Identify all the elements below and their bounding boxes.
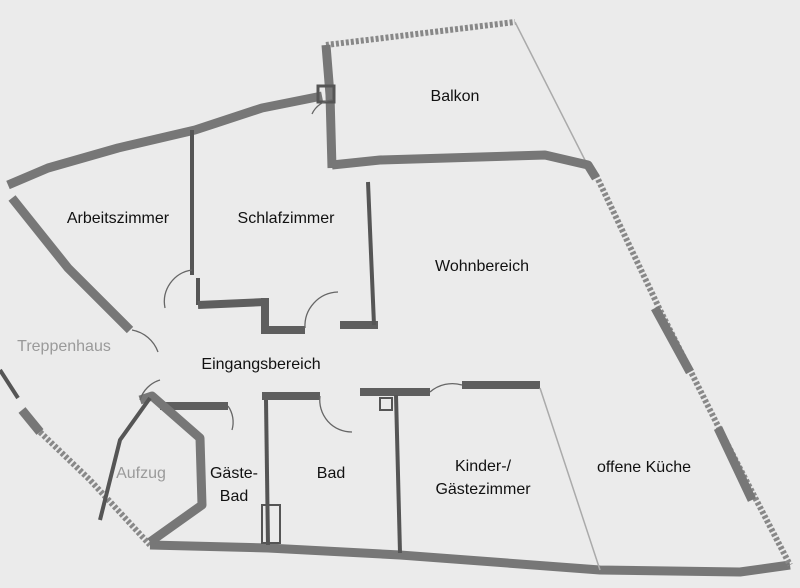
label-schlafzimmer: Schlafzimmer <box>238 210 336 227</box>
door-entry <box>139 379 161 401</box>
label-balkon: Balkon <box>431 88 480 105</box>
door-treppenhaus <box>131 329 159 353</box>
balcony-wall-left <box>321 44 337 169</box>
shaft <box>261 504 281 544</box>
wall-treppenhaus-diagonal <box>8 195 134 334</box>
wall-schlaf-wohn <box>366 181 376 326</box>
exterior-walls <box>0 91 793 577</box>
door-kinderzimmer <box>429 382 463 393</box>
balcony-edge-right <box>514 21 591 171</box>
door-balkon <box>311 99 333 115</box>
door-schlafzimmer <box>304 291 339 329</box>
label-arbeitszimmer: Arbeitszimmer <box>67 210 170 227</box>
label-kinderzimmer-2: Gästezimmer <box>435 481 531 498</box>
label-kinderzimmer-1: Kinder-/ <box>455 458 512 475</box>
facade-south-west-solid <box>18 407 44 435</box>
label-eingangsbereich: Eingangsbereich <box>201 356 320 373</box>
wall-bad-kinder <box>394 394 402 554</box>
label-gaeste-bad-1: Gäste- <box>210 465 258 482</box>
balcony-wall-bottom <box>331 150 600 181</box>
door-bad <box>319 395 353 433</box>
facade-east-segment <box>651 305 694 375</box>
balcony-railing-top <box>325 19 516 48</box>
interior-walls <box>98 130 601 571</box>
facade-south-west <box>37 429 153 548</box>
wall-schlaf-south-b <box>261 298 305 334</box>
label-bad: Bad <box>317 465 345 482</box>
facade-south <box>149 540 791 577</box>
divider-kinder-kueche <box>539 387 601 571</box>
facade-east-segment-lower <box>713 426 757 502</box>
label-treppenhaus: Treppenhaus <box>17 338 111 355</box>
pillar <box>316 84 336 104</box>
label-offene-kueche: offene Küche <box>597 459 691 476</box>
doors <box>131 99 463 433</box>
room-labels: Balkon Arbeitszimmer Schlafzimmer Wohnbe… <box>17 88 691 505</box>
wall-gaestebad-bad <box>264 399 270 546</box>
label-wohnbereich: Wohnbereich <box>435 258 529 275</box>
wall-aufzug <box>138 391 207 546</box>
door-gaestebad <box>227 405 234 431</box>
wall-treppenhaus-lower <box>0 368 20 400</box>
door-arbeitszimmer <box>163 269 193 309</box>
label-gaeste-bad-2: Bad <box>220 488 248 505</box>
label-aufzug: Aufzug <box>116 465 166 482</box>
balcony-outline <box>316 19 600 181</box>
shaft-small <box>379 397 393 411</box>
facade-north-west <box>6 91 323 190</box>
wall-schlaf-south-a <box>197 298 266 309</box>
wall-aufzug-left <box>98 396 152 521</box>
